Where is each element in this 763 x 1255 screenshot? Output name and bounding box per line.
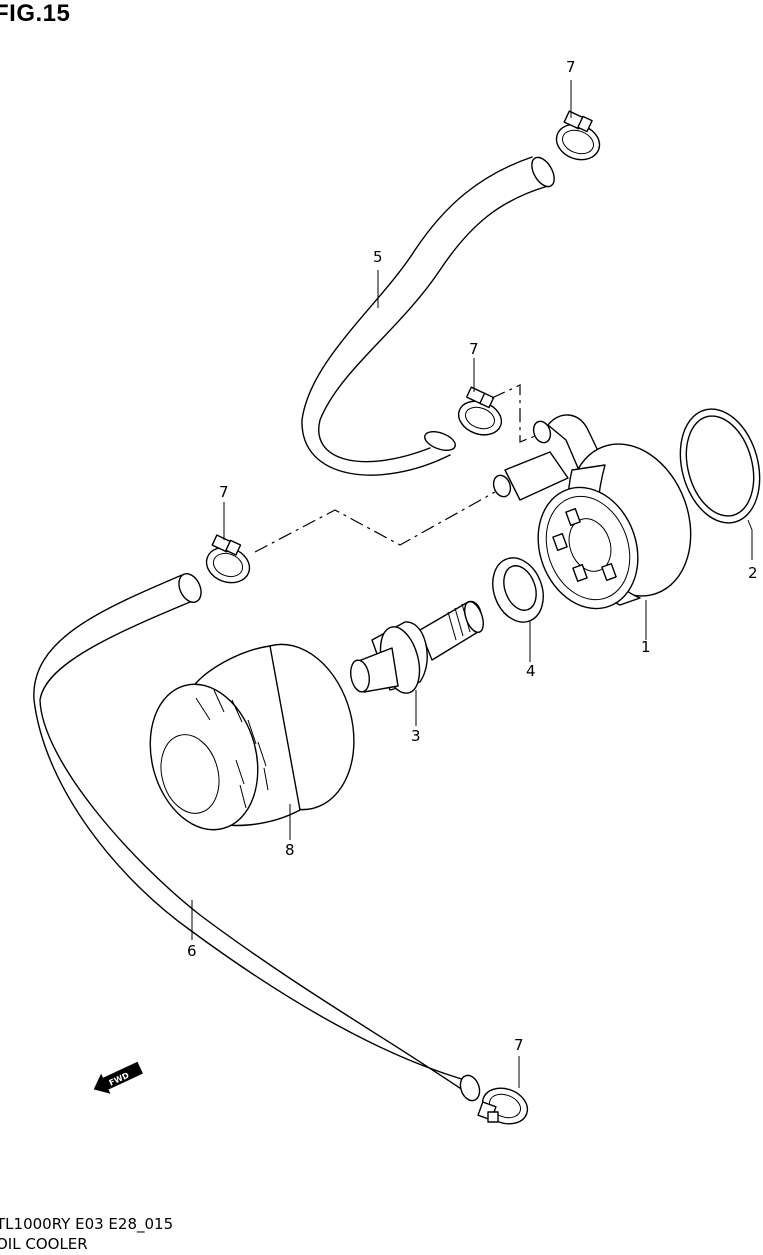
callout-8: 8 bbox=[285, 841, 295, 859]
callout-6: 6 bbox=[187, 942, 197, 960]
hose-clamp-top[interactable] bbox=[552, 110, 605, 165]
fwd-label: FWD bbox=[108, 1071, 131, 1088]
hose-upper[interactable] bbox=[301, 154, 559, 476]
leader-lines bbox=[191, 80, 753, 1088]
diagram-caption: TL1000RY E03 E28_015 OIL COOLER bbox=[0, 1214, 173, 1254]
fwd-arrow-icon: FWD bbox=[93, 1061, 143, 1094]
o-ring-large[interactable] bbox=[668, 400, 763, 532]
connection-line-upper bbox=[491, 384, 546, 443]
model-code: TL1000RY E03 E28_015 bbox=[0, 1215, 174, 1233]
hose-clamp-middle[interactable] bbox=[454, 386, 506, 440]
hose-clamp-bottom[interactable] bbox=[477, 1082, 533, 1130]
gasket[interactable] bbox=[484, 551, 552, 629]
hose-clamp-left[interactable] bbox=[202, 534, 255, 588]
callout-2: 2 bbox=[748, 564, 758, 582]
callout-7-bottom: 7 bbox=[514, 1036, 524, 1054]
oil-cooler[interactable] bbox=[491, 414, 711, 623]
oil-cooler-parts-diagram: 1 2 3 4 5 6 7 7 7 7 8 FWD bbox=[33, 58, 763, 1130]
callout-7-middle: 7 bbox=[469, 340, 479, 358]
callout-3: 3 bbox=[411, 727, 421, 745]
connection-line-lower bbox=[254, 491, 496, 553]
callout-1: 1 bbox=[641, 638, 651, 656]
callout-5: 5 bbox=[373, 248, 383, 266]
callout-7-left: 7 bbox=[219, 483, 229, 501]
hose-lower[interactable] bbox=[33, 570, 483, 1103]
oil-filter[interactable] bbox=[135, 630, 372, 842]
figure-title: FIG.15 bbox=[0, 0, 71, 27]
union-bolt[interactable] bbox=[348, 599, 487, 697]
callout-7-top: 7 bbox=[566, 58, 576, 76]
callout-4: 4 bbox=[526, 662, 536, 680]
part-name: OIL COOLER bbox=[0, 1235, 88, 1253]
